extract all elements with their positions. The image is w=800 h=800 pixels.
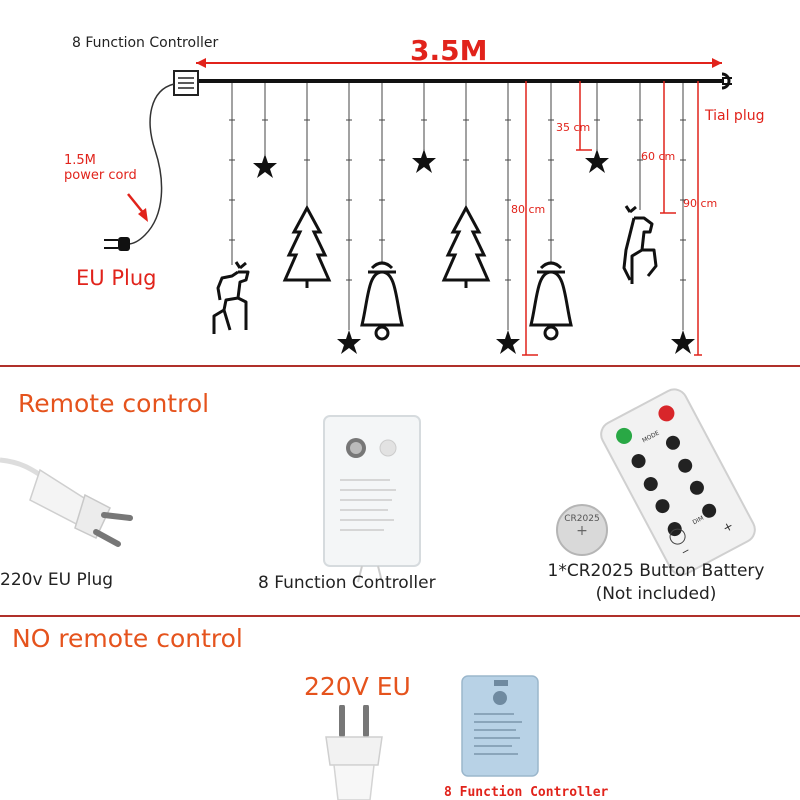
- reindeer-icon: [622, 205, 658, 284]
- plug-caption: 220v EU Plug: [0, 570, 114, 590]
- remote-button: [641, 474, 660, 494]
- remote-button: [687, 478, 707, 498]
- tree-ornaments: [282, 204, 491, 288]
- dimension-35: 35 cm: [556, 121, 591, 134]
- length-arrow-right: [712, 58, 722, 68]
- star-icon: [671, 330, 695, 354]
- remote-minus-label: −: [679, 545, 693, 559]
- no-remote-controller-caption: 8 Function Controller: [444, 785, 609, 800]
- battery-caption: 1*CR2025 Button Battery (Not included): [526, 560, 786, 606]
- controller-blue-image: [461, 675, 539, 777]
- reindeer-ornaments: [212, 205, 658, 334]
- power-cord-text: power cord: [64, 168, 137, 183]
- battery-image: CR2025 +: [556, 504, 608, 556]
- remote-control-image: MODE DIM − +: [595, 383, 761, 581]
- battery-plus-icon: +: [576, 523, 588, 539]
- dimension-90: 90 cm: [683, 197, 718, 210]
- remote-button: [653, 496, 672, 516]
- battery-caption-line1: 1*CR2025 Button Battery: [547, 561, 765, 581]
- eu-plug-upright-image: [325, 705, 383, 800]
- star-icon: [496, 330, 520, 354]
- star-ornaments: [253, 149, 695, 354]
- star-icon: [585, 149, 609, 173]
- remote-body: MODE DIM − +: [595, 383, 761, 581]
- no-remote-heading: NO remote control: [12, 624, 243, 653]
- remote-button: [629, 451, 649, 471]
- tree-icon: [441, 204, 491, 282]
- star-icon: [337, 330, 361, 354]
- section-divider: [0, 365, 800, 367]
- light-strands: [231, 83, 684, 330]
- dimension-80: 80 cm: [511, 203, 546, 216]
- battery-caption-line2: (Not included): [595, 584, 717, 604]
- dimension-60: 60 cm: [641, 150, 676, 163]
- dimension-lines: [522, 81, 702, 356]
- small-eu-plug-icon: [104, 237, 130, 251]
- curtain-light-diagram: [104, 58, 732, 356]
- voltage-label: 220V EU: [304, 672, 411, 701]
- star-icon: [253, 154, 277, 178]
- star-icon: [412, 149, 436, 173]
- bell-ornaments: [360, 261, 573, 341]
- remote-red-button: [655, 402, 678, 425]
- battery-text: CR2025: [564, 514, 600, 524]
- remote-heading: Remote control: [18, 389, 210, 418]
- remote-green-button: [613, 425, 635, 447]
- bell-icon: [360, 261, 404, 327]
- tail-plug-icon: [721, 72, 732, 90]
- length-arrow-left: [196, 58, 206, 68]
- length-label: 3.5M: [410, 34, 488, 67]
- remote-button: [675, 455, 695, 475]
- section-divider: [0, 615, 800, 617]
- controller-image: [323, 415, 421, 583]
- remote-button: [663, 433, 683, 453]
- controller-label: 8 Function Controller: [72, 35, 219, 51]
- controller-caption: 8 Function Controller: [258, 573, 436, 593]
- eu-plug-label: EU Plug: [76, 266, 157, 290]
- reindeer-icon: [212, 261, 250, 334]
- power-cord-label: 1.5M power cord: [64, 153, 137, 183]
- bell-icon: [529, 261, 573, 327]
- remote-plus-label: +: [720, 518, 736, 536]
- power-cord: [127, 83, 175, 245]
- remote-number-pad: [629, 428, 731, 543]
- power-cord-length: 1.5M: [64, 153, 96, 168]
- tree-icon: [282, 204, 332, 282]
- tail-plug-label: Tial plug: [705, 108, 765, 124]
- eu-plug-image: [0, 457, 133, 547]
